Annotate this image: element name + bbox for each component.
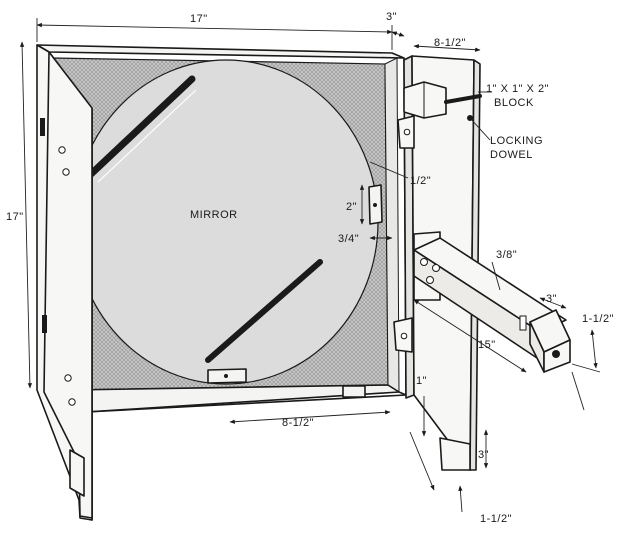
label-block-word: BLOCK xyxy=(494,97,534,109)
left-hinge xyxy=(40,118,45,136)
left-door-tab xyxy=(69,449,85,497)
locking-block xyxy=(403,81,447,119)
label-fifteen: 15" xyxy=(478,339,496,351)
cabinet-foot xyxy=(342,385,366,398)
cabinet-top-panel xyxy=(36,44,405,59)
label-door-width: 8-1/2" xyxy=(434,37,466,49)
label-one-half-right: 1-1/2" xyxy=(582,313,614,325)
label-half-inch: 1/2" xyxy=(410,175,431,187)
label-three-inch-arm: 3" xyxy=(546,293,557,305)
label-three-inch-low: 3" xyxy=(478,449,489,461)
label-width-top: 17" xyxy=(190,13,208,25)
label-depth-top: 3" xyxy=(386,11,397,23)
left-door-face xyxy=(43,51,93,519)
mirror-disc xyxy=(73,59,379,385)
label-two-inch: 2" xyxy=(346,201,357,213)
left-door xyxy=(36,44,93,521)
label-dowel: DOWEL xyxy=(490,149,533,161)
label-mirror: MIRROR xyxy=(190,209,238,221)
label-height-left: 17" xyxy=(6,211,24,223)
mirror-reflection-streak xyxy=(205,259,323,363)
label-one-inch: 1" xyxy=(416,375,427,387)
label-one-half-bottom: 1-1/2" xyxy=(480,513,512,525)
locking-dowel xyxy=(444,94,482,104)
label-three-quarter: 3/4" xyxy=(338,233,359,245)
label-bottom-width: 8-1/2" xyxy=(282,417,314,429)
right-door-tab xyxy=(439,437,471,471)
mirror-reflection-streak xyxy=(86,75,196,179)
left-hinge xyxy=(42,315,47,333)
label-block-size: 1" X 1" X 2" xyxy=(486,83,549,95)
label-locking: LOCKING xyxy=(490,135,543,147)
label-three-eighths: 3/8" xyxy=(496,249,517,261)
dimension-lines xyxy=(19,18,601,513)
